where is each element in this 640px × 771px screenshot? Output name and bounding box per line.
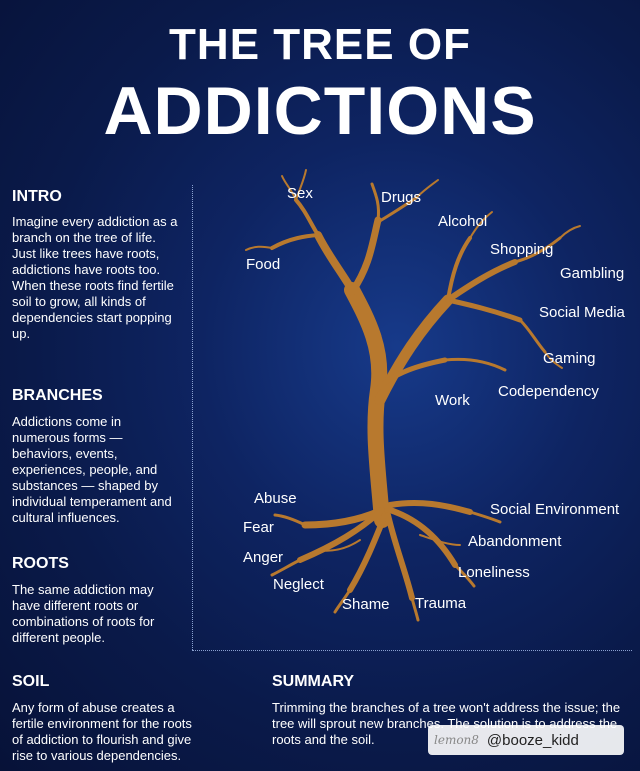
soil-heading: SOIL — [12, 673, 50, 690]
root-label-loneliness: Loneliness — [458, 564, 530, 581]
branch-label-drugs: Drugs — [381, 189, 422, 206]
branches-body: Addictions come in numerous forms — beha… — [12, 414, 172, 525]
root-label-anger: Anger — [243, 549, 284, 566]
vertical-divider — [192, 185, 193, 650]
soil-body: Any form of abuse creates a fertile envi… — [12, 700, 192, 763]
branch-label-work: Work — [435, 392, 470, 409]
title-line-1: THE TREE OF — [169, 20, 471, 69]
watermark-handle: @booze_kidd — [486, 731, 579, 749]
summary-heading: SUMMARY — [272, 673, 355, 690]
title-line-2: ADDICTIONS — [103, 73, 537, 149]
intro-heading: INTRO — [12, 188, 62, 205]
branches-heading: BRANCHES — [12, 387, 103, 404]
root-label-neglect: Neglect — [273, 576, 324, 593]
watermark: lemon8 @booze_kidd — [428, 725, 624, 755]
root-label-abandonment: Abandonment — [468, 533, 562, 550]
roots-body: The same addiction may have different ro… — [12, 582, 155, 645]
branch-label-codependency: Codependency — [498, 383, 599, 400]
branch-label-shopping: Shopping — [490, 241, 554, 258]
root-label-shame: Shame — [342, 596, 390, 613]
root-label-abuse: Abuse — [254, 490, 297, 507]
branch-label-gaming: Gaming — [543, 350, 596, 367]
root-label-social-environment: Social Environment — [490, 501, 620, 518]
branch-label-gambling: Gambling — [560, 265, 625, 282]
branch-label-social-media: Social Media — [539, 304, 625, 321]
root-label-trauma: Trauma — [415, 595, 467, 612]
roots-heading: ROOTS — [12, 555, 69, 572]
branch-label-food: Food — [246, 256, 281, 273]
branch-label-alcohol: Alcohol — [438, 213, 488, 230]
tree-trunk-and-branches — [245, 169, 581, 622]
root-label-fear: Fear — [243, 519, 274, 536]
branch-label-sex: Sex — [287, 185, 313, 202]
watermark-logo: lemon8 — [434, 733, 479, 747]
intro-body: Imagine every addiction as a branch on t… — [12, 214, 178, 341]
horizontal-divider — [192, 650, 632, 651]
